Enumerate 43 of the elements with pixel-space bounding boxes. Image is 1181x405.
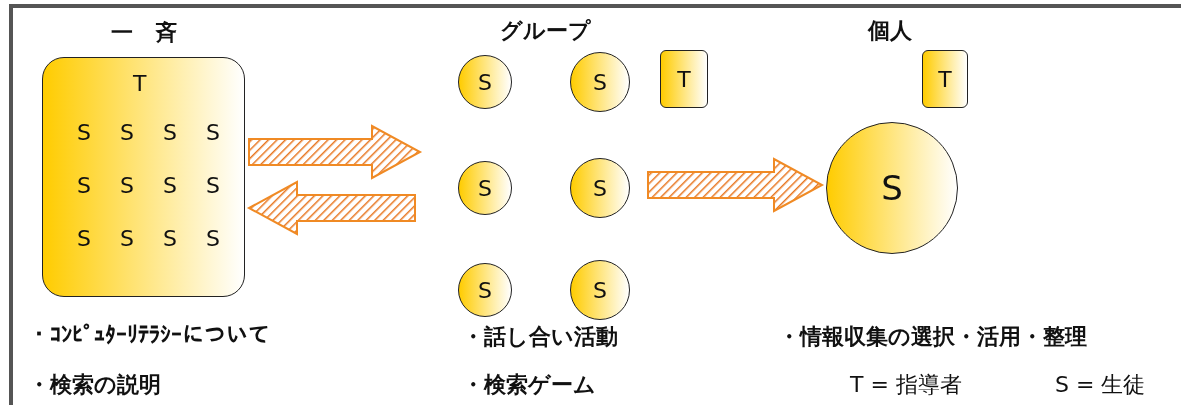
student-letter: S bbox=[163, 120, 177, 145]
student-letter: S bbox=[593, 69, 607, 95]
key-text: S = 生徒 bbox=[1055, 371, 1146, 399]
student-letter: S bbox=[881, 168, 903, 208]
bullet-text: ・情報収集の選択・活用・整理 bbox=[778, 323, 1087, 351]
teacher-letter: T bbox=[133, 71, 147, 96]
student-letter: S bbox=[120, 226, 134, 251]
student-letter: S bbox=[120, 173, 134, 198]
student-letter: S bbox=[478, 69, 492, 95]
teacher-letter: T bbox=[677, 66, 691, 92]
student-letter: S bbox=[77, 173, 91, 198]
bullet-text: ・検索の説明 bbox=[28, 371, 161, 399]
student-circle bbox=[458, 55, 512, 109]
bullet-text: ・検索ゲーム bbox=[462, 371, 596, 399]
heading: 一 斉 bbox=[110, 19, 177, 47]
heading: 個人 bbox=[868, 17, 912, 45]
block-arrow bbox=[246, 180, 416, 236]
student-letter: S bbox=[593, 175, 607, 201]
student-circle bbox=[570, 52, 630, 112]
teacher-box bbox=[922, 50, 968, 108]
student-letter: S bbox=[478, 175, 492, 201]
student-letter: S bbox=[77, 226, 91, 251]
heading: グループ bbox=[499, 17, 591, 45]
student-letter: S bbox=[206, 173, 220, 198]
teacher-box bbox=[660, 50, 708, 108]
bullet-text: ・話し合い活動 bbox=[462, 323, 618, 351]
key-text: T = 指導者 bbox=[850, 371, 962, 399]
student-circle bbox=[458, 263, 512, 317]
student-letter: S bbox=[120, 120, 134, 145]
block-arrow bbox=[647, 157, 825, 213]
student-letter: S bbox=[77, 120, 91, 145]
block-arrow bbox=[248, 124, 423, 180]
student-letter: S bbox=[478, 277, 492, 303]
student-circle bbox=[570, 158, 630, 218]
student-circle bbox=[570, 260, 630, 320]
student-letter: S bbox=[206, 226, 220, 251]
bullet-text: ・ｺﾝﾋﾟｭﾀｰﾘﾃﾗｼｰについて bbox=[28, 322, 270, 347]
student-circle bbox=[458, 161, 512, 215]
teacher-letter: T bbox=[938, 66, 952, 92]
student-letter: S bbox=[163, 226, 177, 251]
student-letter: S bbox=[206, 120, 220, 145]
student-letter: S bbox=[593, 277, 607, 303]
student-letter: S bbox=[163, 173, 177, 198]
